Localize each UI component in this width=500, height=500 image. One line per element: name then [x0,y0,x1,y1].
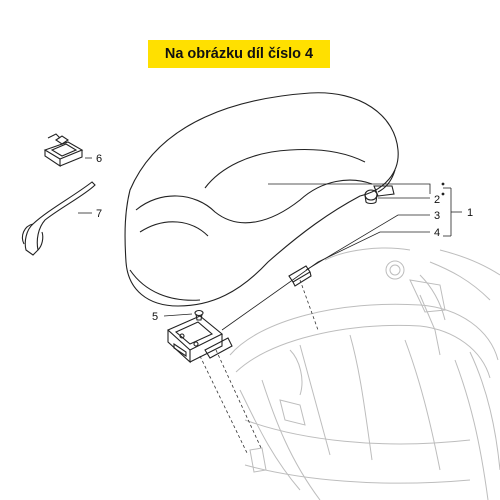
part-number-banner: Na obrázku díl číslo 4 [148,40,330,68]
callout-5: 5 [152,311,158,323]
callout-2: 2 [434,194,440,206]
latch-striker-part-3 [288,265,312,287]
seat-hinge-bracket-part-4 [167,315,233,364]
callout-3: 3 [434,210,440,222]
screw-part-5 [194,309,204,321]
callout-1: 1 [467,207,473,219]
seat [124,92,399,307]
clip-part-6 [43,133,84,168]
scooter-storage-compartment [229,247,500,500]
assembly-dashed-lines [199,279,319,456]
tool-part-7 [21,181,96,256]
callout-6: 6 [96,153,102,165]
leader-lines [78,157,462,331]
callout-4: 4 [434,227,440,239]
rubber-bumper-part-2 [364,189,378,205]
callout-7: 7 [96,208,102,220]
bracket-dot [441,192,445,196]
bracket-dot [441,182,445,186]
